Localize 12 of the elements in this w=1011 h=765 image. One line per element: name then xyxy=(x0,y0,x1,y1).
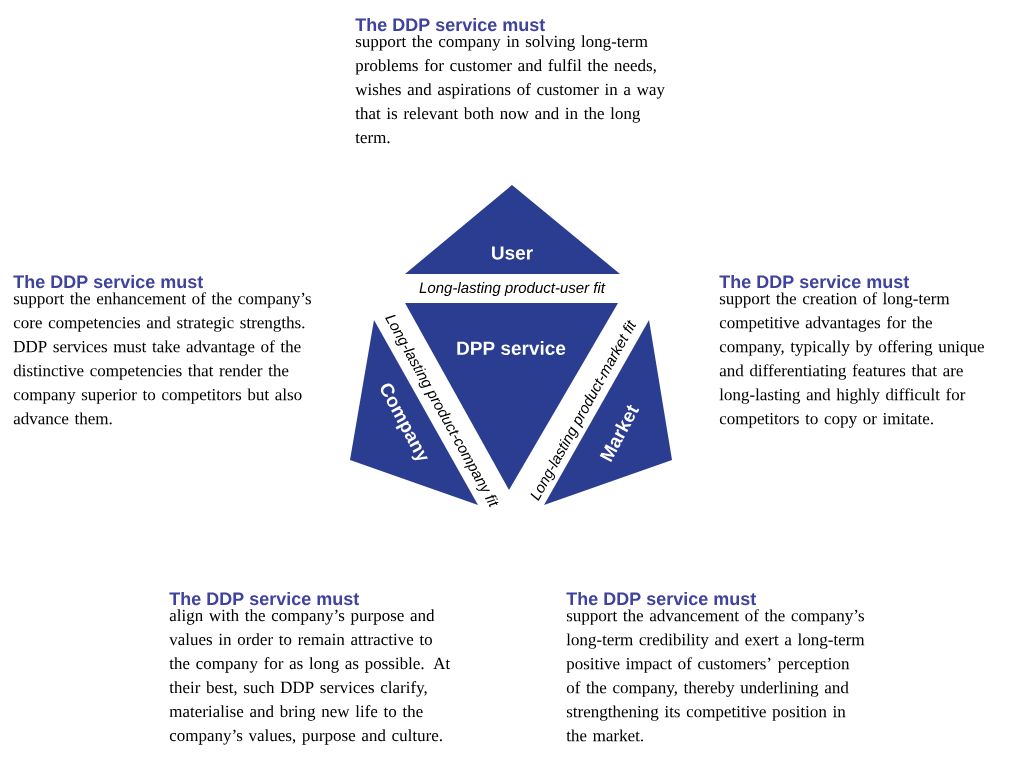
description: support the company in solving long-term problems for customer and fulfil the needs, wishes and aspirations of customer in a way that is relevant both now and in the long term. xyxy=(355,35,665,144)
description: support the creation of long-term competitive advantages for the company, typically by offering unique and differentiating features that are long-lasting and highly difficult for competitors to copy or imitate. xyxy=(719,292,984,428)
band-label: Long-lasting product-user fit xyxy=(419,282,606,296)
heading: The DDP service must xyxy=(719,274,910,289)
heading: The DDP service must xyxy=(13,274,203,289)
description: support the enhancement of the company’s core competencies and strategic strengths. DDP services must take advantage of the distinctive competencies that render the company superior to competitors but also advance them. xyxy=(13,292,311,425)
description: support the advancement of the company’s long-term credibility and exert a long-term positive impact of customers’ perception of the company, thereby underlining and strengthening its competitive position in the market. xyxy=(566,609,865,742)
triangle-segment: User xyxy=(405,185,620,274)
heading: The DDP service must xyxy=(355,17,546,32)
description: align with the company’s purpose and values in order to remain attractive to the company for as long as possible. At their best, such DDP services clarify, materialise and bring new life to the company’s values, purpose and culture. xyxy=(169,609,451,745)
heading: The DDP service must xyxy=(169,591,360,606)
heading: The DDP service must xyxy=(566,591,757,606)
